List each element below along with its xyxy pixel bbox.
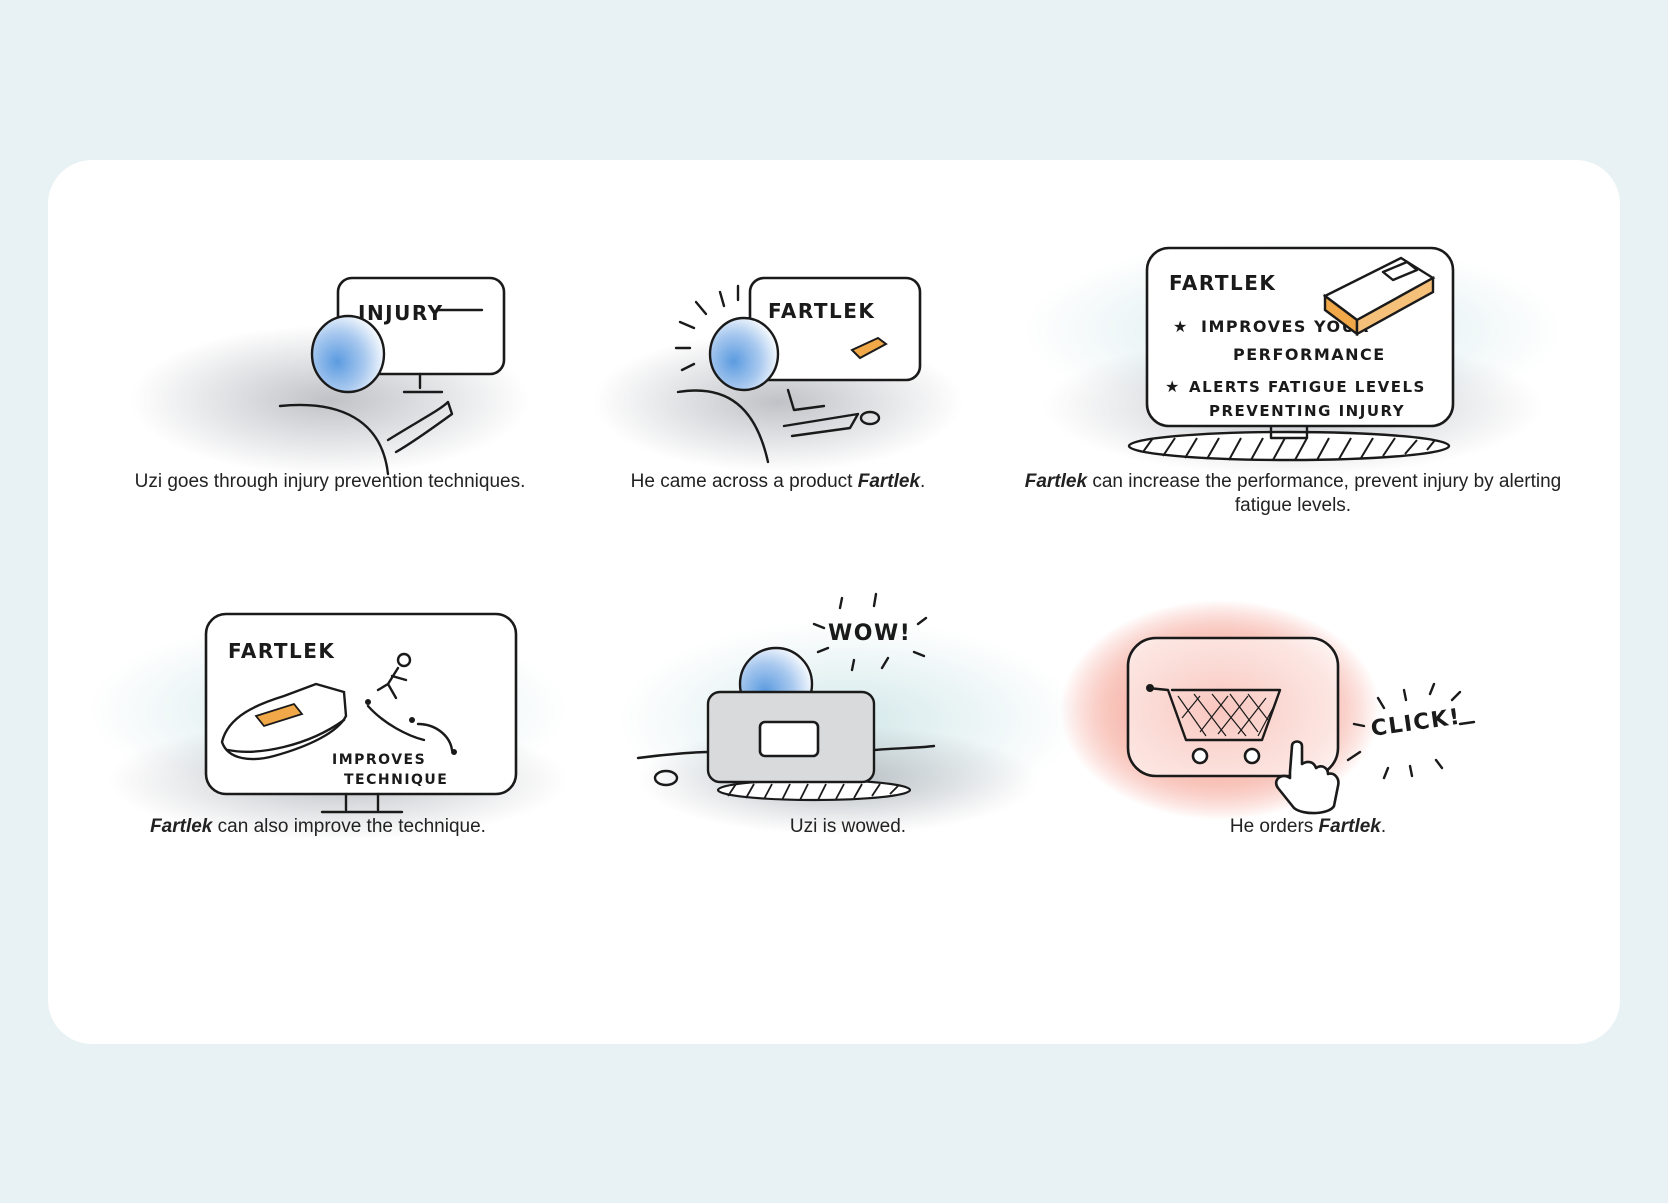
caption-5: Uzi is wowed. bbox=[789, 816, 907, 837]
illustration-product-benefits: FARTLEK ★ IMPROVES YOUR PERFORMANCE ★ AL… bbox=[1023, 240, 1563, 476]
screen-text: FARTLEK bbox=[768, 299, 875, 323]
illustration-technique: FARTLEK IMPROVES TECHNIQUE bbox=[88, 612, 568, 840]
storyboard-panel-4: FARTLEK IMPROVES TECHNIQUE bbox=[88, 600, 568, 900]
svg-text:★: ★ bbox=[1165, 377, 1181, 396]
product-box-icon bbox=[850, 336, 888, 360]
shoe-icon bbox=[220, 682, 348, 761]
storyboard-panel-5: WOW! Uzi is wowed. bbox=[618, 592, 1078, 900]
map-pin-icon bbox=[451, 749, 457, 755]
illustration-injury-research: INJURY bbox=[130, 276, 530, 476]
screen-text: INJURY bbox=[358, 301, 444, 325]
illustration-order: CLICK! bbox=[1060, 600, 1476, 820]
svg-text:★: ★ bbox=[1173, 317, 1189, 336]
caption-6: He orders Fartlek. bbox=[1229, 816, 1387, 837]
storyboard-panel-3: FARTLEK ★ IMPROVES YOUR PERFORMANCE ★ AL… bbox=[1023, 230, 1563, 550]
benefit-1-line-1: IMPROVES YOUR bbox=[1201, 317, 1370, 336]
exclamation-text: CLICK! bbox=[1369, 705, 1462, 742]
caption-3: Fartlek can increase the performance, pr… bbox=[1024, 471, 1562, 516]
product-box-icon bbox=[1322, 256, 1436, 337]
person-head-icon bbox=[310, 314, 386, 394]
shopping-cart-icon bbox=[1146, 684, 1282, 765]
note-line-1: IMPROVES bbox=[332, 752, 426, 768]
benefit-2-line-2: PREVENTING INJURY bbox=[1209, 402, 1405, 420]
order-button[interactable] bbox=[1126, 636, 1340, 778]
illustration-discover-product: FARTLEK bbox=[593, 276, 963, 472]
caption-2: He came across a product Fartlek. bbox=[630, 471, 926, 492]
caption-1: Uzi goes through injury prevention techn… bbox=[134, 471, 526, 492]
exclamation-text: WOW! bbox=[828, 621, 911, 646]
note-line-2: TECHNIQUE bbox=[344, 772, 448, 788]
benefit-2-line-1: ALERTS FATIGUE LEVELS bbox=[1189, 378, 1426, 396]
runner-icon bbox=[376, 652, 412, 700]
storyboard-card: INJURY Uzi goes through injury preventio… bbox=[48, 160, 1620, 1044]
map-pin-icon bbox=[409, 717, 415, 723]
storyboard-panel-1: INJURY Uzi goes through injury preventio… bbox=[120, 230, 540, 550]
screen-title: FARTLEK bbox=[228, 639, 335, 663]
person-head-icon bbox=[708, 316, 780, 392]
map-pin-icon bbox=[365, 699, 371, 705]
screen-title: FARTLEK bbox=[1169, 271, 1276, 295]
storyboard-panel-2: FARTLEK He came across a product Fartlek… bbox=[578, 230, 978, 550]
benefit-1-line-2: PERFORMANCE bbox=[1233, 345, 1386, 364]
pointing-hand-icon bbox=[1274, 740, 1340, 815]
caption-4: Fartlek can also improve the technique. bbox=[150, 816, 486, 837]
storyboard-panel-6: CLICK! He orders Fartlek. bbox=[1060, 600, 1508, 900]
illustration-wowed: WOW! bbox=[618, 592, 1078, 835]
